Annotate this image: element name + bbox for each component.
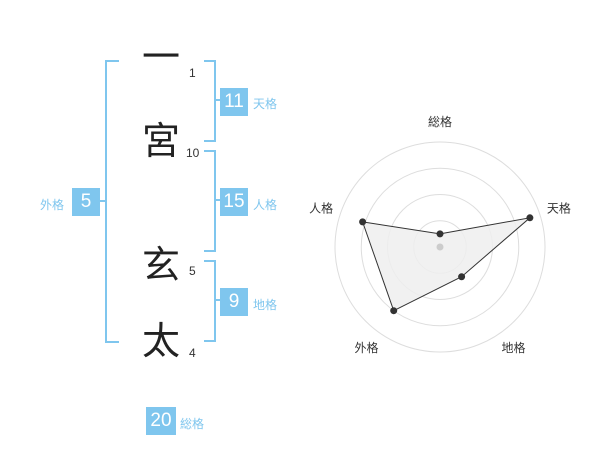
chikaku-badge: 9 (220, 288, 248, 316)
radar-axis-label: 天格 (547, 200, 571, 215)
soukaku-badge: 20 (146, 407, 176, 435)
radar-point-3 (458, 273, 466, 281)
radar-axis-label: 総格 (428, 114, 452, 129)
radar-point-5 (359, 218, 367, 226)
radar-point-4 (390, 307, 398, 315)
stroke-count-4: 4 (189, 346, 196, 360)
name-char-4: 太 (141, 319, 180, 363)
radar-point-1 (436, 230, 444, 238)
radar-ring-4 (334, 141, 546, 353)
soukaku-label: 総格 (180, 417, 205, 431)
tenkaku-connector (214, 99, 220, 101)
radar-ring-3 (360, 167, 520, 327)
tenkaku-bracket (204, 60, 216, 142)
chikaku-label: 地格 (253, 298, 278, 312)
jinkaku-label: 人格 (253, 198, 278, 212)
jinkaku-connector (214, 199, 220, 201)
stroke-count-3: 5 (189, 264, 196, 278)
jinkaku-badge: 15 (220, 188, 248, 216)
name-char-3: 玄 (141, 243, 180, 287)
radar-axis-label: 地格 (501, 340, 525, 355)
radar-center-marker (436, 243, 444, 251)
radar-axis-label: 人格 (309, 200, 333, 215)
gaikaku-label: 外格 (40, 198, 65, 212)
stroke-count-1: 1 (189, 66, 196, 80)
gaikaku-bracket (105, 60, 119, 343)
tenkaku-badge: 11 (220, 88, 248, 116)
gaikaku-badge: 5 (72, 188, 100, 216)
chikaku-bracket (204, 260, 216, 342)
name-char-1: 一 (141, 35, 180, 79)
name-char-2: 宮 (141, 119, 180, 163)
radar-axis-label: 外格 (354, 340, 378, 355)
radar-area (361, 216, 532, 312)
radar-point-2 (526, 214, 534, 222)
gaikaku-connector (99, 200, 105, 202)
jinkaku-bracket (204, 150, 216, 252)
chikaku-connector (214, 299, 220, 301)
tenkaku-label: 天格 (253, 97, 278, 111)
stroke-count-2: 10 (186, 146, 200, 160)
